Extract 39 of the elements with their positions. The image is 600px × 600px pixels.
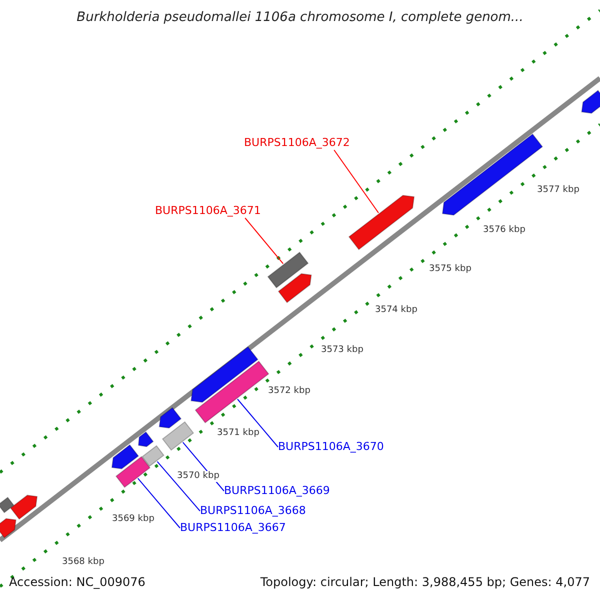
leader-line [237,398,278,448]
scale-label: 3573 kbp [321,345,364,356]
gene-block [115,456,151,488]
gene-block [138,431,154,448]
gene-block [267,252,309,288]
scale-label: 3568 kbp [62,557,104,568]
gene-block [142,445,164,467]
leader-line [334,150,379,214]
gene-label: BURPS1106A_3668 [200,504,306,518]
scale-label: 3569 kbp [112,514,154,525]
gene-block [158,407,182,429]
gene-block [190,346,258,403]
genome-info-text: Topology: circular; Length: 3,988,455 bp; Genes: 4,077 [260,575,590,590]
gene-block [111,444,140,470]
leader-line [137,478,180,528]
title: Burkholderia pseudomallei 1106a chromosome I, complete genom... [76,10,524,26]
leader-line [156,461,200,512]
gene-block [581,90,600,114]
gene-block [278,273,312,304]
scale-label: 3571 kbp [217,428,260,439]
gene-block [10,494,38,520]
gene-block [0,496,14,514]
gene-label: BURPS1106A_3670 [278,440,384,454]
scale-label: 3575 kbp [429,264,472,275]
gene-label: BURPS1106A_3669 [224,484,330,498]
gene-label: BURPS1106A_3671 [155,204,261,218]
scale-label: 3576 kbp [483,225,526,236]
gene-label: BURPS1106A_3672 [244,136,350,150]
leader-line [244,218,284,264]
scale-label: 3574 kbp [375,305,418,316]
accession-text: Accession: NC_009076 [9,575,146,590]
gene-block [348,194,415,250]
scale-label: 3570 kbp [177,471,220,482]
gene-block [0,518,16,538]
scale-label: 3572 kbp [268,386,310,397]
gene-block [194,360,270,424]
gene-block [162,421,194,451]
gene-label: BURPS1106A_3667 [180,521,286,534]
scale-label: 3577 kbp [537,185,580,196]
